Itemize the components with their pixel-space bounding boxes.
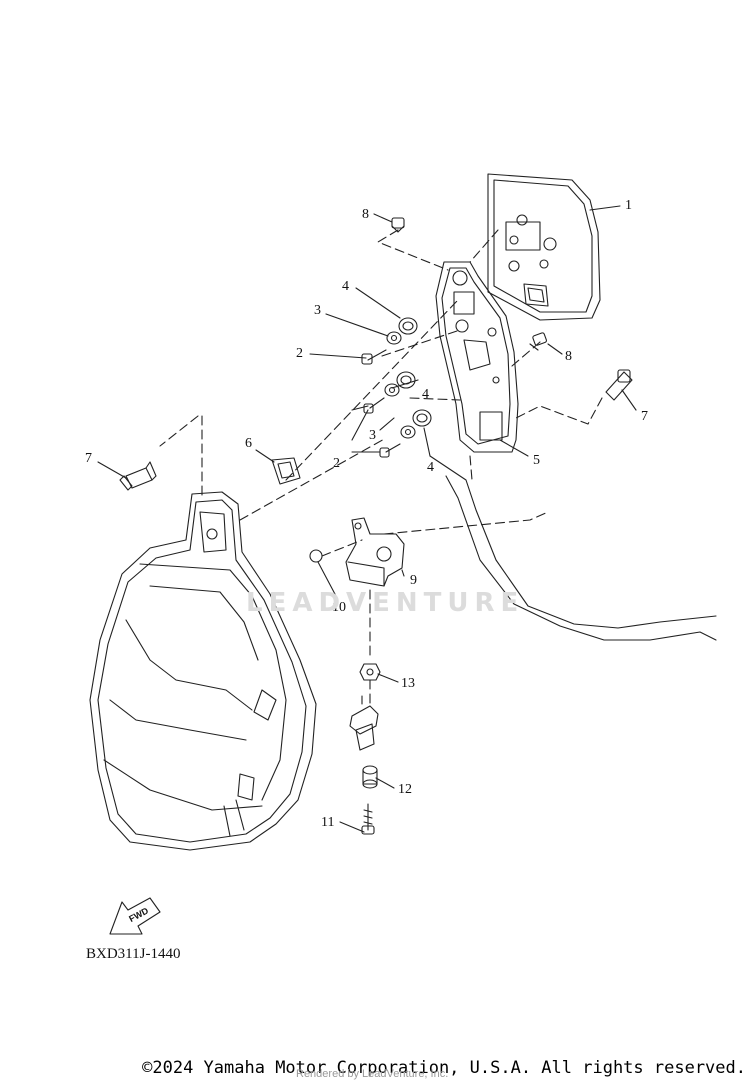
callout-5: 5 [533,453,540,468]
callout-7: 7 [85,451,92,466]
callout-8: 8 [362,207,369,222]
part-7-bolt-right [605,369,633,401]
callout-3: 3 [314,303,321,318]
callout-2: 2 [296,346,303,361]
copyright-notice: ©2024 Yamaha Motor Corporation, U.S.A. A… [142,1058,746,1078]
callout-8: 8 [565,349,572,364]
callout-4: 4 [342,279,349,294]
callout-6: 6 [245,436,252,451]
callout-13: 13 [401,676,415,691]
callout-7: 7 [641,409,648,424]
watermark: LEADVENTURE [246,588,525,618]
handlebar [429,455,717,641]
callout-1: 1 [625,198,632,213]
part-6-clip [271,457,301,485]
part-13-nut [359,663,381,681]
headlight-cowl [89,491,317,851]
part-11-bolt [361,803,375,835]
part-7-bolt-left [119,461,157,491]
rendered-by-notice: Rendered by LeadVenture, Inc. [296,1068,449,1080]
sensor-unit [349,695,379,751]
callout-11: 11 [321,815,335,830]
part-3-washers [384,331,416,439]
callout-4: 4 [427,460,434,475]
callout-3: 3 [369,428,376,443]
part-10-o-ring [309,549,323,563]
fwd-arrow-icon [109,897,161,935]
callout-4: 4 [422,387,429,402]
part-9-sensor-bracket [345,517,405,587]
callout-2: 2 [333,456,340,471]
callout-10: 10 [332,600,346,615]
part-4-grommets [396,317,432,427]
leader-lines [159,229,603,709]
callout-12: 12 [398,782,412,797]
part-1-cover [487,173,601,321]
part-5-bracket [435,261,519,453]
part-8-screw-upper [391,217,405,233]
callout-9: 9 [410,573,417,588]
diagram-part-code: BXD311J-1440 [86,946,181,962]
part-12-collar [362,765,378,789]
part-8-screw-lower [529,332,547,351]
callout-leaders [97,205,637,833]
